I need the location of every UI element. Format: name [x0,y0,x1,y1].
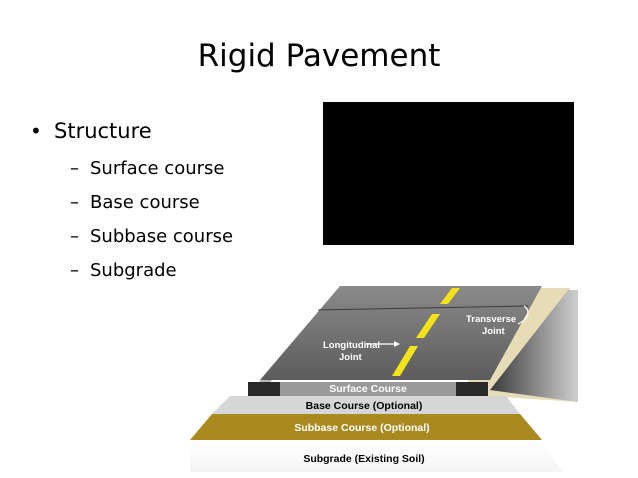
pavement-cross-section-diagram: Transverse Joint Longitudinal Joint Surf… [190,282,590,474]
sub-item-surface-course: – Surface course [70,152,233,186]
sub-item-label: Surface course [90,158,225,179]
dash-icon: – [70,192,79,213]
dash-icon: – [70,226,79,247]
transverse-arrow-icon [517,305,529,325]
left-shoulder-block [248,382,280,396]
label-transverse: Transverse [466,314,516,325]
sub-item-subbase-course: – Subbase course [70,220,233,254]
pavement-diagram-svg: Transverse Joint Longitudinal Joint Surf… [190,286,578,472]
bullet-structure: Structure [54,119,152,143]
sub-item-label: Base course [90,192,200,213]
transverse-joint-line [317,305,529,311]
base-course-layer [212,396,520,414]
surface-course-slab [278,382,456,396]
sub-item-label: Subgrade [90,260,177,281]
subbase-course-layer [190,414,542,440]
right-slope [490,290,578,402]
slide-title: Rigid Pavement [197,38,441,74]
label-subgrade: Subgrade (Existing Soil) [303,453,424,465]
subgrade-layer [190,440,562,472]
dash-icon: – [70,260,79,281]
center-stripe [392,288,460,376]
sub-bullet-list: – Surface course – Base course – Subbase… [70,152,233,288]
sub-item-label: Subbase course [90,226,234,247]
sub-item-subgrade: – Subgrade [70,254,233,288]
dash-icon: – [70,158,79,179]
sub-item-base-course: – Base course [70,186,233,220]
label-subbase-course: Subbase Course (Optional) [294,422,429,434]
label-surface-course: Surface Course [329,383,407,395]
right-shoulder-block [456,382,488,396]
label-joint-longitudinal: Joint [339,352,363,363]
label-joint-transverse: Joint [482,326,506,337]
label-base-course: Base Course (Optional) [306,400,423,412]
bullet-list: • Structure – Surface course – Base cour… [30,116,233,288]
bullet-item: • Structure [30,116,233,146]
bullet-dot-icon: • [30,119,42,143]
label-longitudinal: Longitudinal [323,340,380,351]
black-image-placeholder [323,102,574,245]
